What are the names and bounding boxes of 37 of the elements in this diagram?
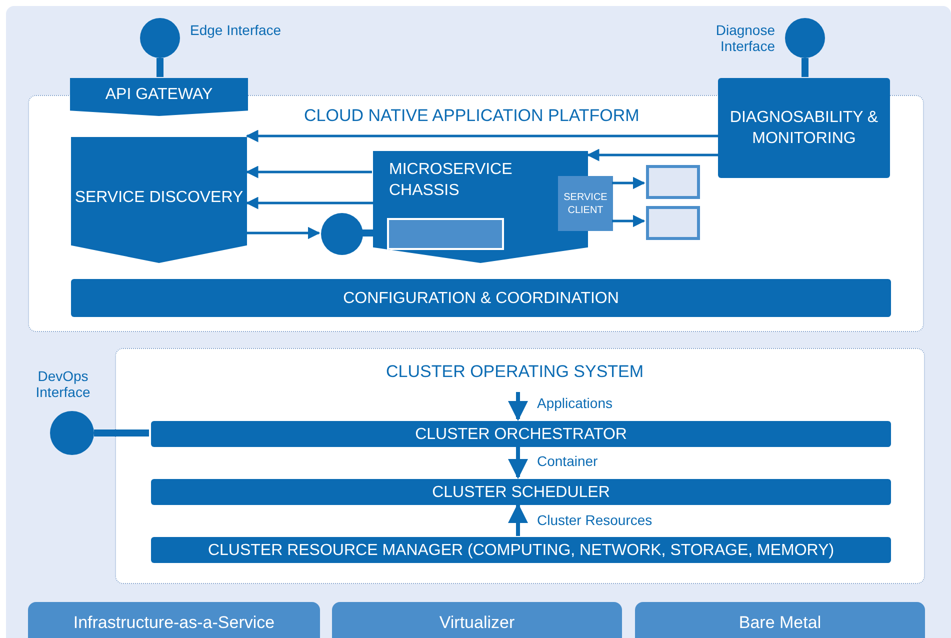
infrastructure-box: Infrastructure-as-a-Service [28,602,320,638]
instance-box [646,206,700,240]
panel-title: CLOUD NATIVE APPLICATION PLATFORM [304,105,640,126]
discovery-box: SERVICE DISCOVERY [71,137,247,263]
arrow [508,392,528,421]
connector-line [94,430,149,436]
arrow [586,148,718,162]
connector-line [802,58,808,77]
connector-line [156,58,164,77]
instance-box [646,165,700,199]
interface-label: Edge Interface [190,22,282,38]
panel-title: CLUSTER OPERATING SYSTEM [386,361,644,382]
box-title: MICROSERVICE CHASSIS [389,160,514,201]
endpoint-circle [321,213,363,255]
orchestrator-bar: CLUSTER ORCHESTRATOR [151,421,891,447]
arrow [246,226,320,240]
scheduler-bar: CLUSTER SCHEDULER [151,479,891,505]
edge-label: Applications [535,395,614,411]
cluster-panel [115,348,925,584]
monitoring-box: DIAGNOSABILITY & MONITORING [718,78,890,178]
arrow [246,130,718,142]
arrow [612,176,646,190]
gateway-box: API GATEWAY [70,78,248,116]
edge-label: Container [535,453,600,469]
edge-label: Cluster Resources [535,512,654,528]
bare-metal-box: Bare Metal [635,602,925,638]
interface-label: DevOps Interface [34,368,92,400]
client-box: SERVICE CLIENT [558,176,613,231]
arrow [508,503,528,536]
interface-label: Diagnose Interface [714,22,775,54]
virtualizer-box: Virtualizer [332,602,622,638]
resource-manager-bar: CLUSTER RESOURCE MANAGER (COMPUTING, NETWORK, STORAGE, MEMORY) [151,537,891,563]
arrow [612,214,646,228]
configuration-bar: CONFIGURATION & COORDINATION [71,279,891,317]
arrow [508,446,528,479]
arrow [246,166,372,178]
service-bar [387,218,504,250]
